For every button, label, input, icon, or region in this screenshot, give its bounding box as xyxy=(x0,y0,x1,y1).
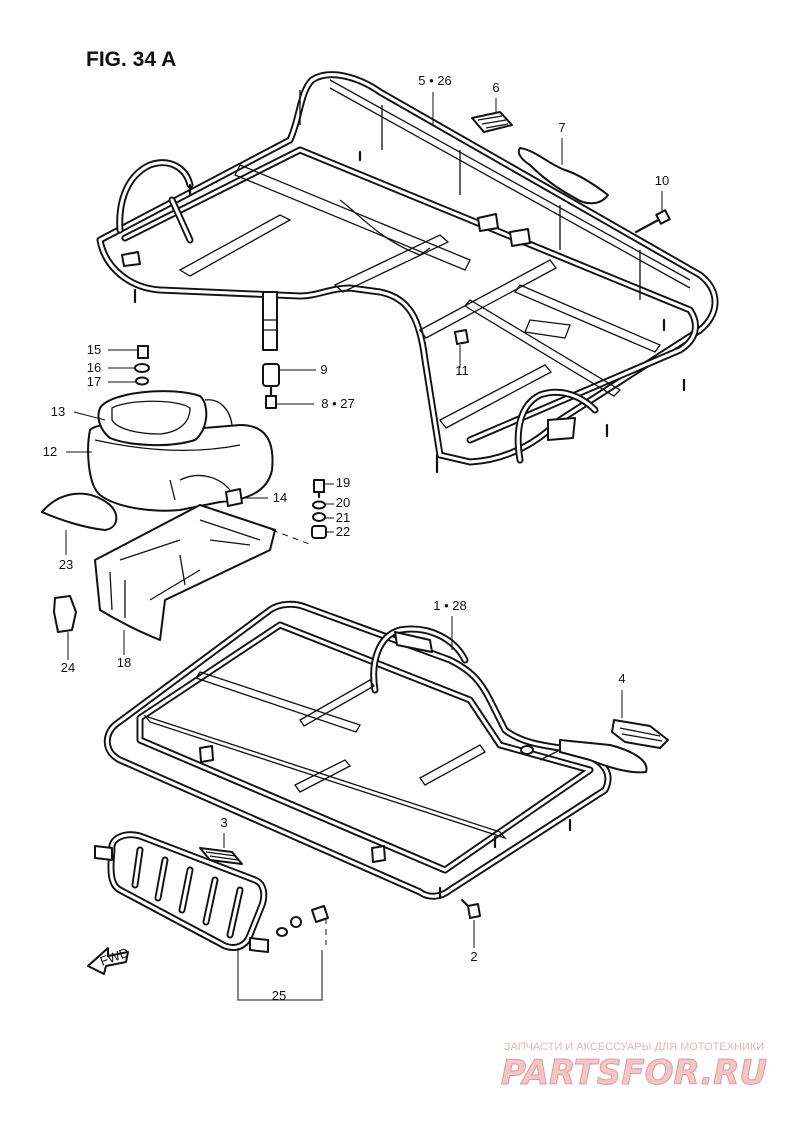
callout-22: 22 xyxy=(336,524,350,539)
part-10-bolt xyxy=(634,209,671,234)
callout-13: 13 xyxy=(51,404,65,419)
part-9-spacer xyxy=(262,363,280,387)
callout-10: 10 xyxy=(655,173,669,188)
part-11-nut xyxy=(454,329,469,345)
callout-9: 9 xyxy=(320,362,327,377)
callout-8-27: 8 • 27 xyxy=(321,396,354,411)
part-8-bolt xyxy=(265,386,277,409)
callout-21: 21 xyxy=(336,510,350,525)
callout-2: 2 xyxy=(470,949,477,964)
rear-carrier-drawing xyxy=(96,71,719,474)
callout-16: 16 xyxy=(87,360,101,375)
part-18-tray xyxy=(94,504,276,641)
fwd-arrow-icon: FWD xyxy=(87,945,131,975)
part-14-nut xyxy=(225,488,243,507)
callout-17: 17 xyxy=(87,374,101,389)
callout-6: 6 xyxy=(492,80,499,95)
callout-12: 12 xyxy=(43,444,57,459)
part-19-22-fasteners xyxy=(311,479,327,539)
tank-drawing xyxy=(87,390,274,512)
callout-23: 23 xyxy=(59,557,73,572)
callout-5-26: 5 • 26 xyxy=(418,73,451,88)
callout-25: 25 xyxy=(272,988,286,1003)
callout-1-28: 1 • 28 xyxy=(433,598,466,613)
watermark: ЗАПЧАСТИ И АКСЕССУАРЫ ДЛЯ МОТОТЕХНИКИ PA… xyxy=(500,1041,767,1094)
callout-4: 4 xyxy=(618,671,625,686)
callout-19: 19 xyxy=(336,475,350,490)
leader-lines xyxy=(65,92,663,1001)
part-23-cover xyxy=(41,492,118,531)
watermark-brand: PARTSFOR.RU xyxy=(501,1053,767,1093)
part-2-bolt xyxy=(460,898,481,919)
callout-3: 3 xyxy=(220,815,227,830)
callout-15: 15 xyxy=(87,342,101,357)
watermark-tagline: ЗАПЧАСТИ И АКСЕССУАРЫ ДЛЯ МОТОТЕХНИКИ xyxy=(504,1041,764,1053)
part-24-clip xyxy=(53,595,77,633)
callout-11: 11 xyxy=(455,363,469,378)
part-25-guard xyxy=(94,831,329,953)
part-4-pad xyxy=(559,719,669,774)
callout-14: 14 xyxy=(273,490,287,505)
figure-title: FIG. 34 A xyxy=(86,48,176,71)
callout-20: 20 xyxy=(336,495,350,510)
part-7-strap xyxy=(517,147,609,205)
callout-7: 7 xyxy=(558,120,565,135)
part-15-17-fasteners xyxy=(134,345,150,386)
callout-18: 18 xyxy=(117,655,131,670)
callout-24: 24 xyxy=(61,660,75,675)
